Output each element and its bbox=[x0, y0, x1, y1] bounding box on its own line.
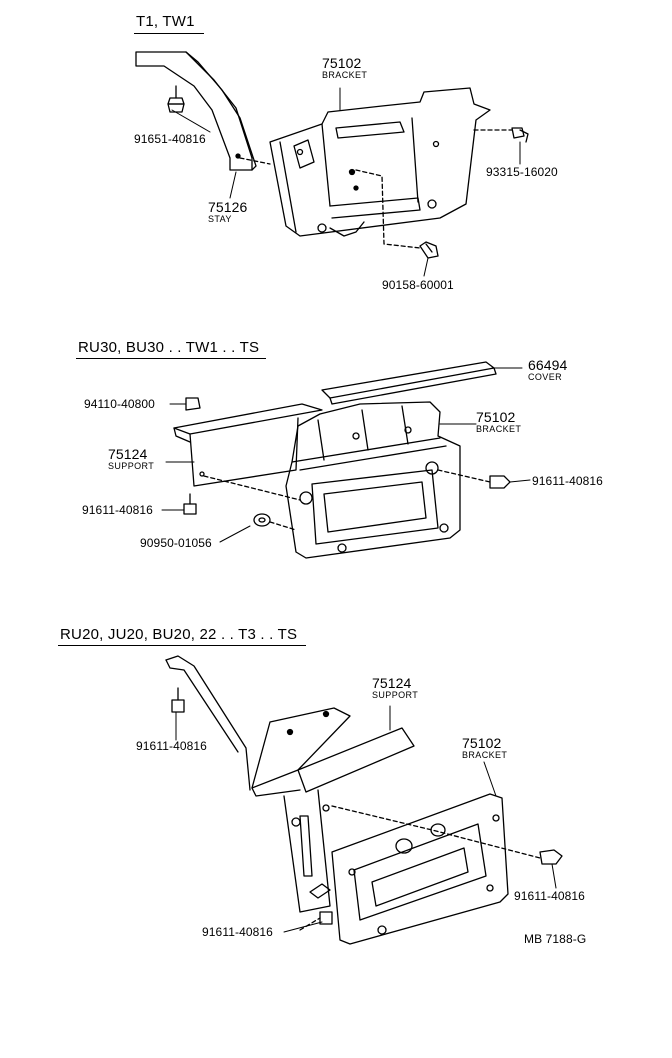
part-number-label: 91611-40816 bbox=[532, 474, 603, 488]
part-name-label: STAY bbox=[208, 214, 232, 224]
section-title-3-underline bbox=[58, 645, 306, 646]
part-number-label: 75102 bbox=[476, 409, 516, 425]
part-number-label: 66494 bbox=[528, 357, 568, 373]
part-number-label: 75126 bbox=[208, 199, 248, 215]
part-number-label: 90158-60001 bbox=[382, 278, 454, 292]
part-number-label: 75102 bbox=[462, 735, 502, 751]
part-number-label: 75124 bbox=[372, 675, 412, 691]
bolt-91651-40816 bbox=[167, 85, 185, 113]
bolt-90158-60001 bbox=[419, 241, 439, 259]
bolt-91611-40816-side bbox=[539, 849, 563, 865]
part-number-label: 75124 bbox=[108, 446, 148, 462]
bolt-91611-40816-left bbox=[183, 493, 197, 515]
support-75124-mid bbox=[173, 403, 323, 487]
footer-code: MB 7188-G bbox=[524, 932, 587, 946]
bolt-91611-40816-under bbox=[319, 911, 333, 925]
part-name-label: SUPPORT bbox=[108, 461, 155, 471]
part-number-label: 90950-01056 bbox=[140, 536, 212, 550]
part-number-label: 75102 bbox=[322, 55, 362, 71]
part-number-label: 91611-40816 bbox=[82, 503, 153, 517]
section-title-2: RU30, BU30 . . TW1 . . TS bbox=[78, 339, 260, 356]
bolt-91611-40816-right bbox=[489, 475, 511, 489]
bolt-93315-16020 bbox=[511, 127, 529, 143]
part-name-label: COVER bbox=[528, 372, 563, 382]
section-title-1-underline bbox=[134, 33, 204, 34]
part-number-label: 93315-16020 bbox=[486, 165, 558, 179]
washer-90950-01056 bbox=[253, 513, 271, 527]
bracket-75102-top bbox=[269, 87, 491, 237]
section-title-3: RU20, JU20, BU20, 22 . . T3 . . TS bbox=[60, 626, 298, 643]
part-name-label: BRACKET bbox=[476, 424, 522, 434]
part-number-label: 94110-40800 bbox=[84, 397, 155, 411]
bolt-91611-40816-top bbox=[171, 687, 185, 713]
part-number-label: 91651-40816 bbox=[134, 132, 206, 146]
part-name-label: SUPPORT bbox=[372, 690, 419, 700]
stay-part bbox=[135, 51, 257, 171]
support-75124-bottom bbox=[165, 655, 415, 913]
bracket-75102-bottom bbox=[331, 793, 509, 945]
section-title-2-underline bbox=[76, 358, 266, 359]
part-number-label: 91611-40816 bbox=[514, 889, 585, 903]
bracket-75102-mid bbox=[285, 401, 461, 559]
part-number-label: 91611-40816 bbox=[136, 739, 207, 753]
nut-94110-40800 bbox=[185, 397, 201, 411]
cover-part bbox=[321, 361, 497, 405]
part-number-label: 91611-40816 bbox=[202, 925, 273, 939]
part-name-label: BRACKET bbox=[322, 70, 368, 80]
part-name-label: BRACKET bbox=[462, 750, 508, 760]
section-title-1: T1, TW1 bbox=[136, 13, 195, 30]
